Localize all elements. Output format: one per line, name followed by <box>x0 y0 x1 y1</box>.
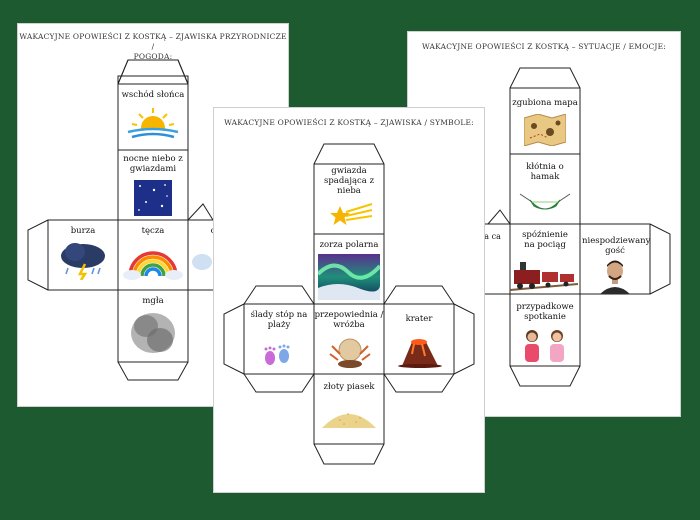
train-icon <box>509 256 579 296</box>
face-label: gwiazda spadająca z nieba <box>323 166 375 196</box>
face-label: wschód słońca <box>121 90 185 100</box>
cube-net-outline <box>223 143 475 465</box>
cube-net-outline <box>408 67 671 387</box>
face-label: na ca <box>479 232 501 241</box>
sand-icon <box>320 400 378 434</box>
storm-cloud-icon <box>58 240 108 284</box>
aurora-icon <box>316 254 382 304</box>
face-label: zgubiona mapa <box>512 98 578 108</box>
sheet-title: WAKACYJNE OPOWIEŚCI Z KOSTKĄ – ZJAWISKA … <box>19 32 287 61</box>
volcano-icon <box>394 330 444 372</box>
map-icon <box>523 113 567 150</box>
hammock-icon <box>518 190 572 220</box>
sunrise-icon <box>124 102 182 146</box>
worksheet-middle: WAKACYJNE OPOWIEŚCI Z KOSTKĄ – ZJAWISKA … <box>214 108 484 492</box>
face-label: ślady stóp na plaży <box>250 310 308 330</box>
cloud-icon <box>192 248 212 276</box>
face-label: spóźnienie na pociąg <box>522 230 568 250</box>
face-label: zorza polarna <box>319 240 379 250</box>
cube-net-outline <box>27 59 288 381</box>
sheet-title: WAKACYJNE OPOWIEŚCI Z KOSTKĄ – SYTUACJE … <box>421 42 667 51</box>
face-label: nocne niebo z gwiazdami <box>123 154 183 174</box>
face-label: burza <box>70 226 96 236</box>
footprints-icon <box>262 344 292 370</box>
night-sky-icon <box>134 180 172 220</box>
face-label: kłótnia o hamak <box>526 162 564 182</box>
face-label: tęcza <box>141 226 165 236</box>
fog-icon <box>130 310 176 360</box>
sheet-title: WAKACYJNE OPOWIEŚCI Z KOSTKĄ – ZJAWISKA … <box>224 118 474 127</box>
face-label: niespodziewany gość <box>582 236 651 256</box>
face-label: c <box>210 226 216 236</box>
face-label: krater <box>405 314 433 324</box>
shooting-star-icon <box>328 200 374 232</box>
man-icon <box>598 258 632 298</box>
people-meeting-icon <box>520 328 570 366</box>
rainbow-icon <box>122 244 184 284</box>
face-label: mgła <box>142 296 164 306</box>
face-label: przypadkowe spotkanie <box>516 302 574 322</box>
face-label: przepowiednia / wróżba <box>314 310 384 330</box>
face-label: złoty piasek <box>323 382 375 392</box>
crystal-ball-icon <box>328 334 372 374</box>
